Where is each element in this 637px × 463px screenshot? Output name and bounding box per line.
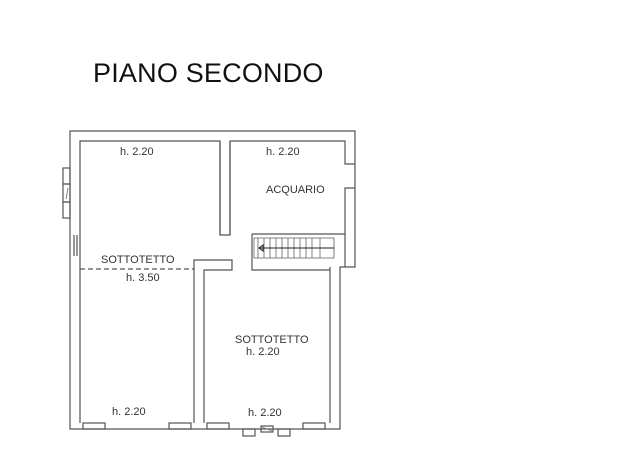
left-windows	[62, 167, 78, 256]
stair-arrow-icon	[258, 244, 264, 252]
label-acquario: ACQUARIO	[266, 184, 325, 196]
label-top-right-height: h. 2.20	[266, 146, 300, 158]
stair-walls	[251, 233, 346, 271]
plan-title: PIANO SECONDO	[93, 58, 324, 88]
label-bottom-right-height: h. 2.20	[248, 407, 282, 419]
label-sottotetto-right: SOTTOTETTO	[235, 334, 309, 346]
staircase	[253, 237, 335, 259]
outer-walls	[69, 130, 356, 430]
label-top-left-height: h. 2.20	[120, 146, 154, 158]
partition-top	[219, 141, 231, 235]
partition-central	[193, 259, 233, 423]
bottom-windows	[82, 422, 326, 437]
label-sottotetto-right-height: h. 2.20	[246, 346, 280, 358]
label-bottom-left-height: h. 2.20	[112, 406, 146, 418]
label-sottotetto-left-height: h. 3.50	[126, 272, 160, 284]
label-sottotetto-left: SOTTOTETTO	[101, 254, 175, 266]
